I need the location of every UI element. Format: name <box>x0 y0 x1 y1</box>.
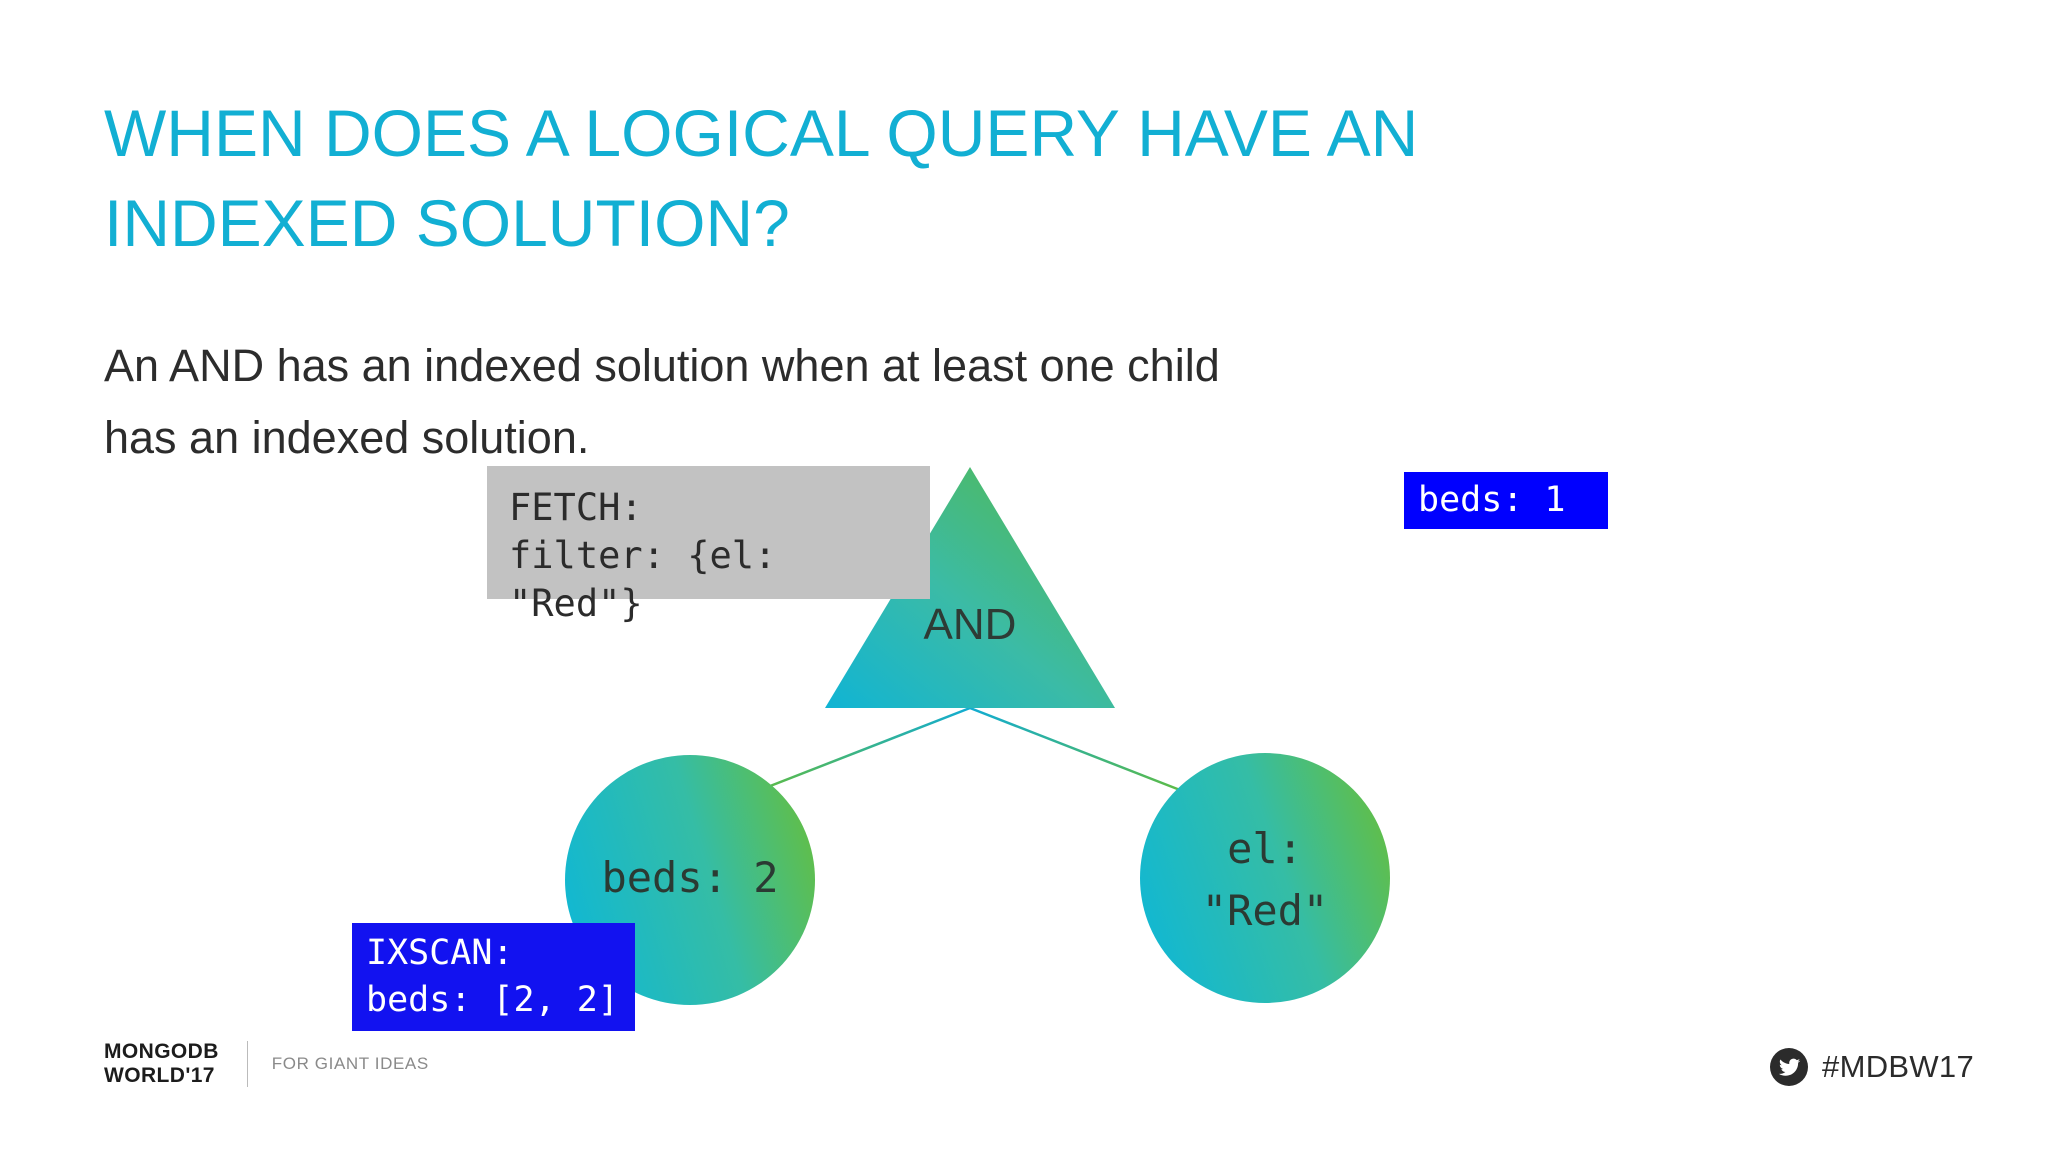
page-title: WHEN DOES A LOGICAL QUERY HAVE AN INDEXE… <box>104 96 1419 260</box>
connector-line-left <box>759 706 971 792</box>
body-paragraph: An AND has an indexed solution when at l… <box>104 340 1220 463</box>
child-node-label-left: beds: 2 <box>601 853 779 902</box>
annotation-fetch: FETCH: filter: {el: "Red"} <box>487 466 930 625</box>
and-node-label: AND <box>923 600 1017 649</box>
annotation-beds-1: beds: 1 <box>1404 472 1608 529</box>
event-hashtag: #MDBW17 <box>1822 1049 1974 1084</box>
footer-branding: MONGODB WORLD'17 FOR GIANT IDEAS <box>104 1040 429 1088</box>
child-node-label-right: el: "Red" <box>1201 824 1329 935</box>
footer-social: #MDBW17 <box>1770 1048 1974 1086</box>
footer-tagline: FOR GIANT IDEAS <box>271 1054 429 1073</box>
footer-divider <box>246 1041 248 1087</box>
twitter-icon <box>1770 1048 1809 1086</box>
mongodb-world-logo: MONGODB WORLD'17 <box>104 1040 219 1087</box>
connector-line-right <box>969 706 1181 792</box>
annotation-ixscan: IXSCAN: beds: [2, 2] <box>352 923 635 1031</box>
